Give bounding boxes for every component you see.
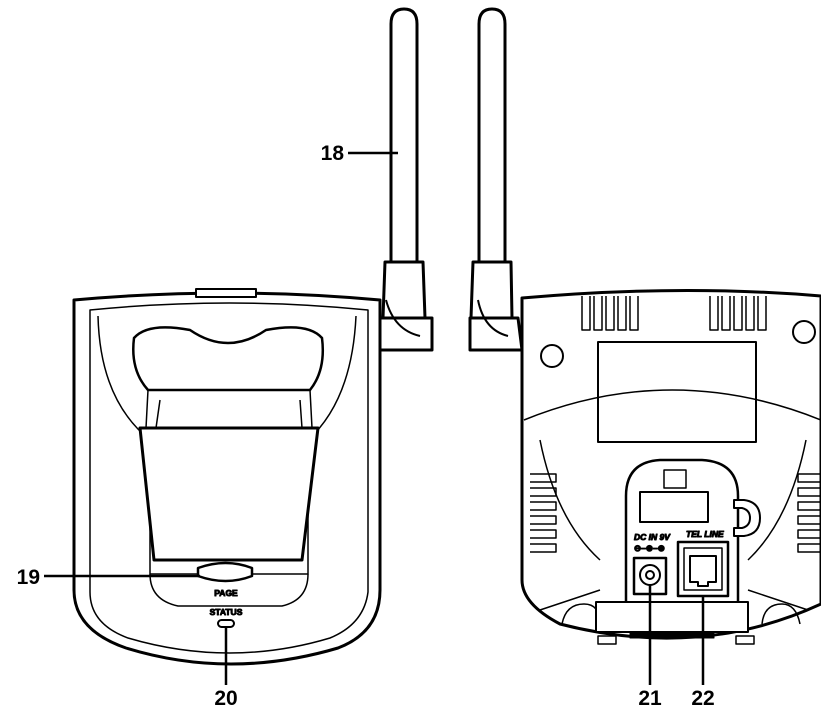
mount-hole-right [793,321,815,343]
antenna-rear [470,9,522,350]
bottom-slot [596,602,748,632]
label-recess [598,342,756,442]
tel-line-label: TEL LINE [686,529,724,539]
callout-20: 20 [214,687,237,710]
callout-18: 18 [321,142,345,165]
callout-21: 21 [638,687,662,710]
dc-in-label: DC IN 9V [634,532,671,542]
page-button [198,563,252,581]
cradle-well [140,428,318,560]
mount-hole-left [541,345,563,367]
status-light [218,620,234,627]
front-view: PAGE STATUS [74,9,432,664]
callout-22: 22 [691,687,714,710]
page-label: PAGE [214,588,238,598]
polarity-label: ⊖–⊕–⊕ [634,543,665,553]
rear-view: DC IN 9V ⊖–⊕–⊕ TEL LINE [470,9,821,644]
callout-19: 19 [17,566,40,589]
status-label: STATUS [210,607,243,617]
